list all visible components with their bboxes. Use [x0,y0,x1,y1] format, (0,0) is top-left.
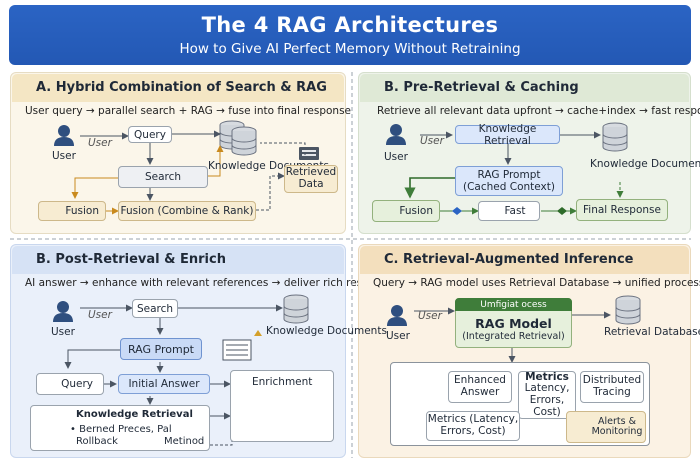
knowledge-label: Knowledge Documents [590,158,700,170]
panel-hybrid-title: A. Hybrid Combination of Search & RAG [12,74,344,102]
diagram-title: The 4 RAG Architectures [201,13,499,37]
fusion-node: Fusion [372,200,440,222]
search-node: Search [118,166,208,188]
panel-pre-retrieval-subtitle: Retrieve all relevant data upfront → cac… [377,105,700,117]
fusion-main-node: Fusion (Combine & Rank) [118,201,256,221]
retrieved-data-node: Retrieved Data [284,165,338,193]
panel-hybrid-subtitle: User query → parallel search + RAG → fus… [25,105,352,117]
database-label: Retrieval Database [604,326,700,338]
user-label: User [51,326,75,338]
rag-model-tag: Umfigiat ocess [455,298,572,311]
title-banner: The 4 RAG Architectures How to Give AI P… [9,5,691,65]
knowledge-retrieval-node: Knowledge Retrieval [455,123,560,147]
user-edge-label: User [88,137,112,149]
user-label: User [384,151,408,163]
enhanced-answer-node: Enhanced Answer [448,371,512,403]
knowledge-label: Knowledge Documents [208,160,329,172]
metrics-node: Metrics Latency, Errors, Cost) [518,371,576,419]
fast-node: Fast [478,201,540,221]
rag-prompt-sub: (Cached Context) [463,181,555,193]
fusion-left-node: Fusion [38,201,106,221]
knowledge-retrieval-frame [30,405,210,451]
bullet-3: Metinod [164,436,205,447]
metrics-long-node: Metrics (Latency, Errors, Cost) [426,411,520,441]
search-node: Search [132,299,178,318]
metrics-title: Metrics [525,370,569,383]
diagram-subtitle: How to Give AI Perfect Memory Without Re… [179,41,521,57]
knowledge-label: Knowledge Documents [266,325,387,337]
alerts-node: Alerts & Monitoring [566,411,646,443]
knowledge-retrieval-label: Knowledge Retrieval [76,409,193,420]
panel-inference-subtitle: Query → RAG model uses Retrieval Databas… [373,277,700,289]
user-edge-label: User [88,309,112,321]
user-edge-label: User [420,135,444,147]
final-response-node: Final Response [576,199,668,221]
metrics-body: Latency, Errors, Cost) [524,382,570,418]
user-label: User [386,330,410,342]
query-node: Query [128,126,172,143]
bullet-2: Rollback [76,436,118,447]
initial-answer-node: Initial Answer [118,374,210,394]
rag-model-node: RAG Model (Integrated Retrieval) [455,298,572,348]
bullet-1-text: Berned Preces, Pal [79,424,172,435]
query-node: Query [36,373,104,395]
rag-prompt-node: RAG Prompt (Cached Context) [455,166,563,196]
panel-post-retrieval-title: B. Post-Retrieval & Enrich [12,246,344,274]
bullet-1: • Berned Preces, Pal [70,424,172,435]
panel-pre-retrieval-title: B. Pre-Retrieval & Caching [360,74,689,102]
enrichment-label: Enrichment [252,376,313,388]
user-label: User [52,150,76,162]
user-edge-label: User [418,310,442,322]
panel-post-retrieval-subtitle: AI answer → enhance with relevant refere… [25,277,394,289]
rag-prompt-title: RAG Prompt [477,168,541,181]
rag-model-title: RAG Model [475,316,552,331]
rag-model-sub: (Integrated Retrieval) [462,331,565,342]
panel-inference-title: C. Retrieval-Augmented Inference [360,246,689,274]
enrichment-frame [230,370,334,442]
distributed-tracing-node: Distributed Tracing [580,371,644,403]
rag-prompt-node: RAG Prompt [120,338,202,360]
